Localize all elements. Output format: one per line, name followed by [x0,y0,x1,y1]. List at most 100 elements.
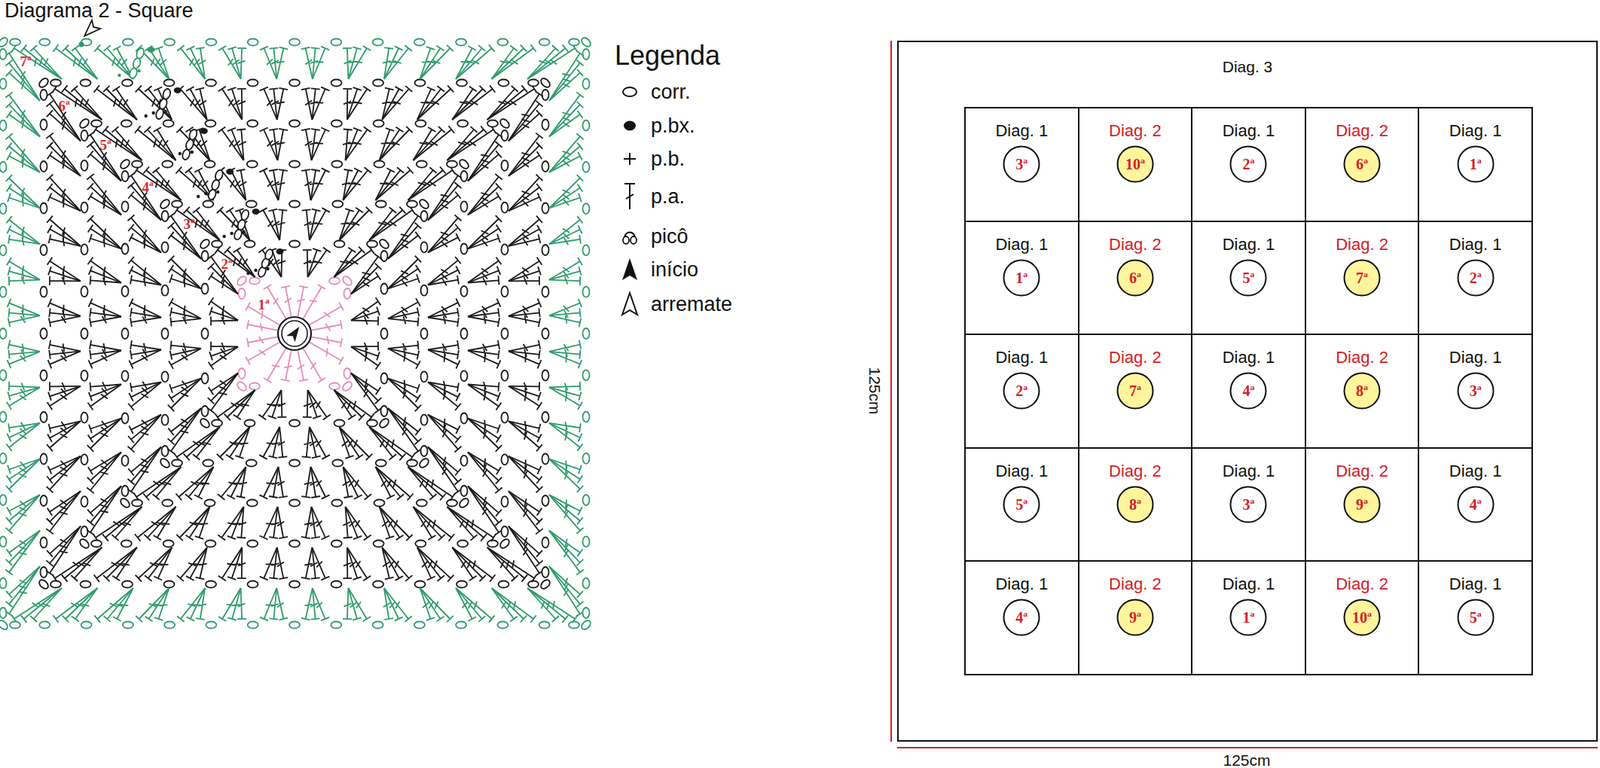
double-crochet-symbol [46,456,81,484]
double-crochet-symbol [447,125,488,161]
double-crochet-symbol [343,467,363,500]
double-crochet-symbol [45,133,81,177]
double-crochet-symbol [47,421,81,443]
round-number: 3ª [1456,372,1495,410]
double-crochet-symbol [427,256,462,286]
square-cell: Diag. 15ª [964,447,1080,563]
dimension-label: 125cm [867,366,883,415]
chain-symbol [163,540,175,548]
double-crochet-symbol [308,247,331,278]
chain-symbol [0,412,7,423]
double-crochet-symbol [128,415,162,444]
chain-symbol [381,373,388,385]
round-number: 2ª [220,256,233,272]
double-crochet-symbol [413,125,455,161]
slip-stitch-symbol [152,111,156,115]
slip-stitch-symbol [204,192,208,196]
double-crochet-symbol [417,547,436,581]
chain-symbol [122,286,129,297]
double-crochet-symbol [427,382,462,412]
double-crochet-symbol [427,415,462,444]
double-crochet-symbol [420,588,454,623]
double-crochet-symbol [348,45,371,80]
picot-legend-symbol [630,236,637,245]
double-crochet-symbol [47,386,81,411]
double-crochet-symbol [311,128,330,162]
double-crochet-symbol [88,384,123,411]
square-cell: Diag. 11ª [964,220,1080,336]
double-crochet-symbol [467,192,501,216]
chain-symbol [0,48,7,60]
double-crochet-symbol [128,415,162,435]
square-type-label: Diag. 2 [1306,576,1419,593]
chain-symbol [211,420,223,428]
legend-item: p.a. [650,186,685,208]
double-crochet-symbol [491,45,528,80]
double-crochet-symbol [467,183,502,215]
double-crochet-symbol [348,46,361,80]
chain-symbol [331,161,342,168]
chain-symbol [164,581,175,589]
double-crochet-symbol [369,206,416,241]
chain-symbol [161,445,169,457]
double-crochet-symbol [168,378,202,404]
square-cell: Diag. 28ª [1077,447,1194,563]
chain-symbol [0,328,7,339]
double-crochet-symbol [259,506,278,541]
chain-symbol [289,540,300,548]
double-crochet-symbol [71,45,98,80]
single-crochet-legend-symbol [623,152,636,165]
chain-symbol [461,455,468,467]
chain-symbol [331,120,342,128]
chain-symbol [235,274,248,288]
round-circle: 5ª [1002,485,1041,524]
round-number: 7ª [1116,372,1155,410]
round-number: 2ª [1456,259,1495,297]
round-number: 5ª [99,137,111,153]
chain-symbol [330,622,342,630]
slip-stitch-symbol [276,248,284,255]
double-crochet-symbol [170,308,202,320]
chain-symbol [164,79,175,87]
double-crochet-symbol [128,224,162,254]
chain-symbol [344,288,352,300]
dimension-line [897,747,1598,749]
round-number: 1ª [257,297,269,312]
double-crochet-symbol [6,494,40,525]
double-crochet-symbol [143,467,181,501]
square-cell: Diag. 26ª [1304,106,1420,223]
double-crochet-symbol [549,69,584,101]
double-crochet-symbol [86,132,122,182]
square-type-label: Diag. 1 [1192,349,1305,367]
chain-symbol [122,39,134,46]
double-crochet-symbol [48,421,81,433]
double-crochet-symbol [210,341,239,352]
double-crochet-symbol [387,274,420,289]
round-number: 1ª [1456,145,1495,184]
square-type-label: Diag. 2 [1079,236,1192,254]
double-crochet-symbol [379,506,395,540]
square-cell: Diag. 15ª [1190,220,1307,336]
slip-stitch-symbol [178,152,182,156]
double-crochet-symbol [217,506,244,541]
chain-symbol [381,283,388,295]
chain-symbol [456,79,468,87]
double-crochet-symbol [467,150,502,181]
double-crochet-symbol [88,256,123,283]
double-crochet-symbol [277,209,288,241]
double-crochet-symbol [343,167,373,201]
round-number: 4ª [1229,372,1268,410]
double-crochet-symbol [312,46,330,80]
chain-symbol [542,495,550,507]
chain-symbol [184,138,195,151]
chain-symbol [128,67,138,80]
chain-symbol [421,415,428,426]
chain-symbol [0,369,7,381]
double-crochet-symbol [87,215,122,249]
chain-symbol [583,578,590,590]
chain-symbol [332,460,343,468]
double-crochet-symbol [467,452,503,495]
chain-symbol [461,485,468,497]
double-crochet-symbol [103,85,138,120]
square-cell: Diag. 14ª [964,560,1080,676]
